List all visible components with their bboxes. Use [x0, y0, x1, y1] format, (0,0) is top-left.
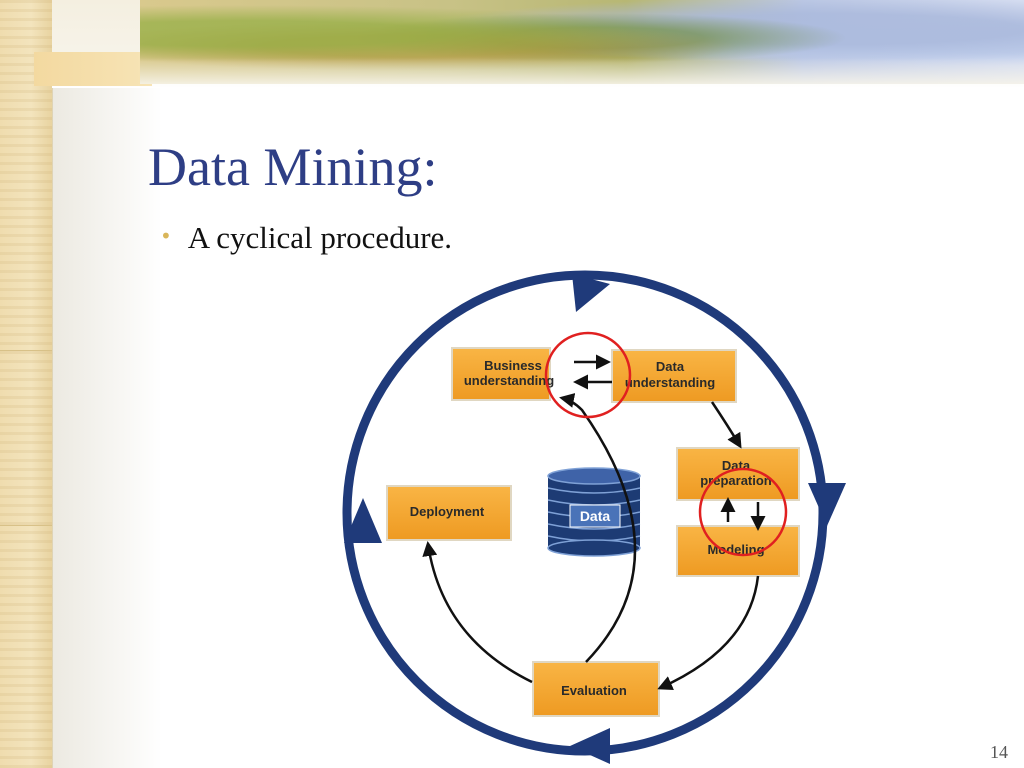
bullet-icon: •: [160, 224, 172, 248]
strip-divider: [0, 525, 52, 526]
phase-label: Business: [484, 358, 542, 373]
center-data-label: Data: [580, 508, 611, 524]
phase-label: preparation: [700, 473, 772, 488]
phase-business-understanding: Business understanding: [451, 347, 554, 401]
arrow-evaluation-to-deployment: [422, 541, 533, 684]
cycle-arrow-icon: [572, 274, 610, 312]
phase-label: understanding: [625, 375, 715, 390]
highlight-circle: [698, 467, 788, 557]
arrow-evaluation-to-business: [559, 393, 637, 663]
crisp-dm-cycle-diagram: Business understanding Data understandin…: [342, 270, 846, 764]
cycle-arrow-icon: [570, 728, 610, 764]
phase-deployment: Deployment: [386, 485, 512, 541]
banner-artwork: [140, 0, 1024, 84]
phase-label: Data: [656, 359, 685, 374]
strip-divider: [0, 350, 52, 351]
arrow-understanding-to-preparation: [710, 401, 742, 449]
data-cylinder-icon: Data: [547, 467, 641, 557]
highlight-circle: [544, 331, 632, 419]
phase-data-understanding: Data understanding: [611, 349, 737, 403]
banner-block: [34, 52, 152, 86]
left-decorative-strip: [0, 0, 53, 768]
phase-label: Deployment: [410, 504, 485, 519]
bullet-item: • A cyclical procedure.: [160, 220, 452, 256]
cycle-arrow-icon: [808, 483, 846, 526]
strip-shadow: [52, 88, 162, 768]
phase-label: understanding: [464, 373, 554, 388]
phase-evaluation: Evaluation: [532, 661, 660, 717]
bullet-text: A cyclical procedure.: [187, 220, 453, 255]
phase-label: Evaluation: [561, 683, 627, 698]
slide-title: Data Mining:: [148, 137, 438, 197]
arrow-modeling-to-evaluation: [657, 575, 760, 690]
page-number: 14: [990, 742, 1008, 762]
cycle-arrow-icon: [344, 498, 382, 543]
